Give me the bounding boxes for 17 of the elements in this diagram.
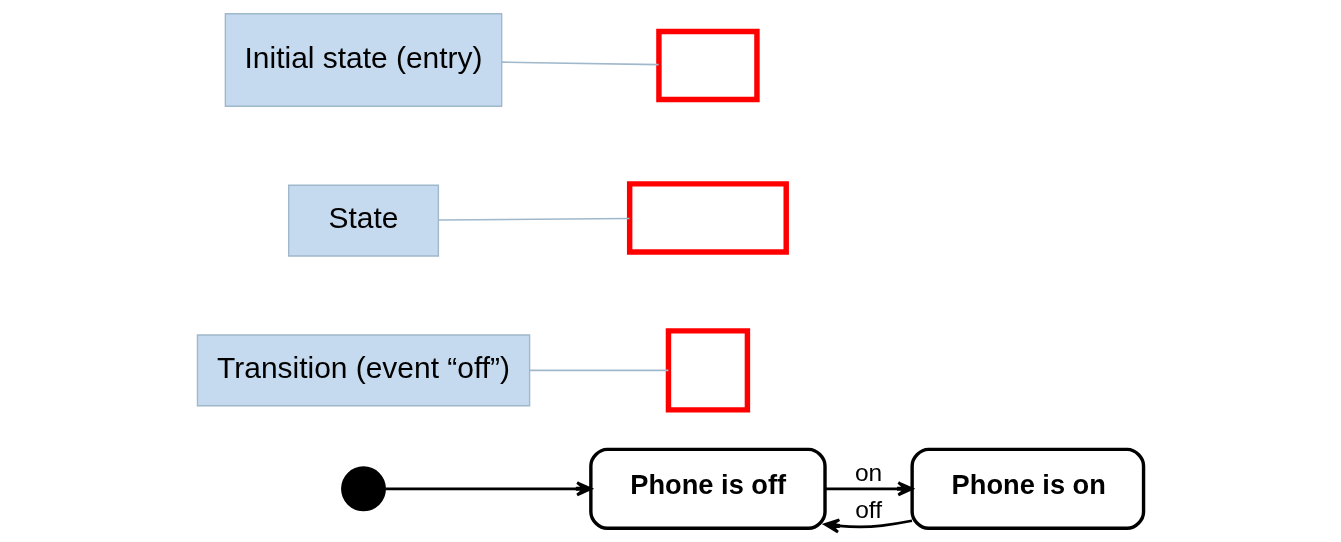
- edge-label: on: [854, 459, 883, 487]
- node-box: Phone is off: [589, 447, 827, 530]
- node-box: [656, 28, 760, 103]
- node-box: State: [287, 184, 440, 257]
- node-box: Phone is on: [910, 447, 1146, 530]
- node-box: [665, 328, 751, 413]
- arrow: [823, 518, 913, 534]
- edge-label: off: [855, 495, 882, 523]
- node-box: Initial state (entry): [224, 13, 503, 107]
- connector: [528, 369, 670, 372]
- node-box: Transition (event “off”): [196, 334, 531, 407]
- connector: [501, 61, 660, 66]
- node-circle: [341, 466, 386, 512]
- arrow: [385, 481, 593, 497]
- arrow: [825, 481, 914, 497]
- node-box: [626, 181, 789, 255]
- connector: [437, 217, 631, 221]
